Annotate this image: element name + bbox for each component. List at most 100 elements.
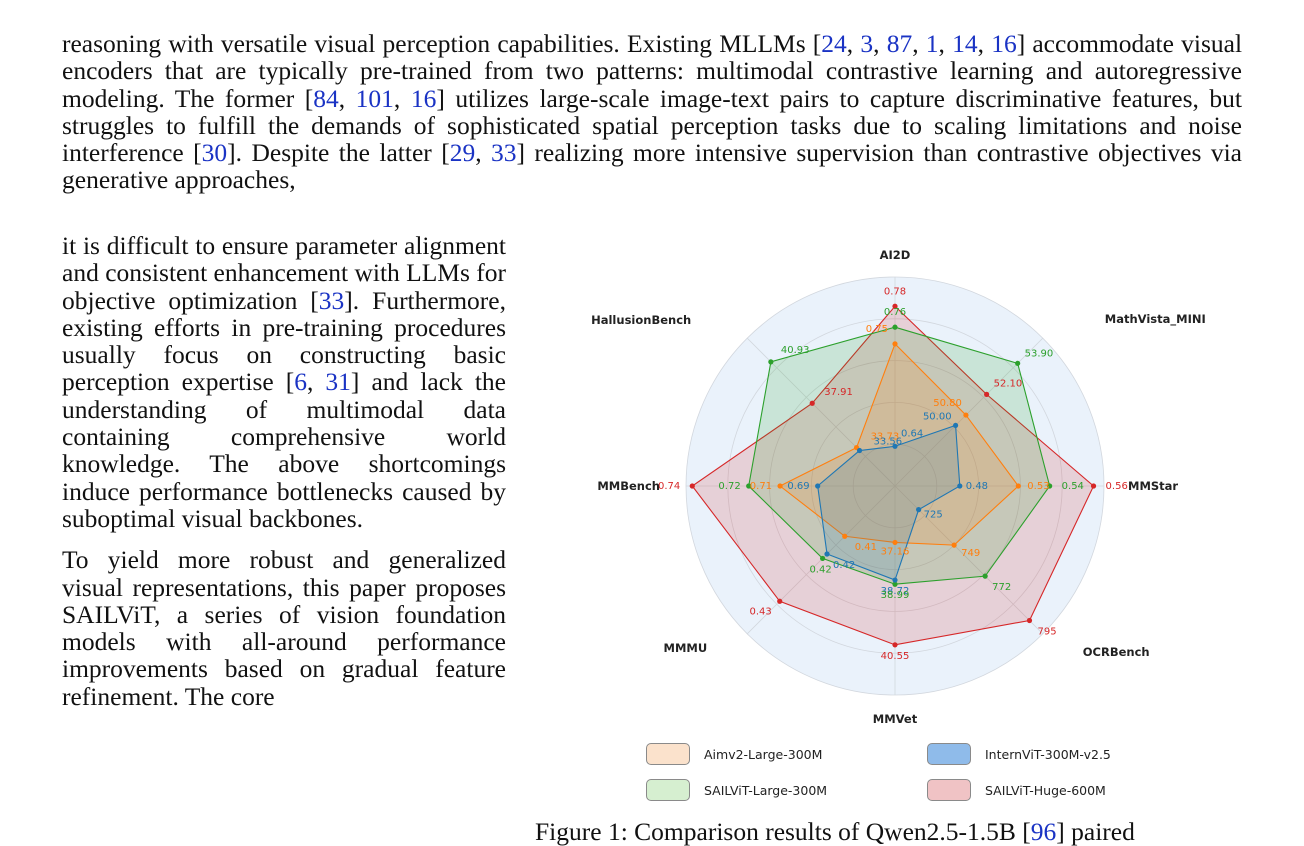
data-point-aimv2 <box>777 483 783 489</box>
data-label-sailvit-huge: 52.10 <box>994 378 1023 389</box>
intro-paragraph: reasoning with versatile visual percepti… <box>62 30 1242 194</box>
citation-link[interactable]: 1 <box>925 29 939 58</box>
data-label-sailvit-large: 38.99 <box>881 590 910 601</box>
legend-sailvit-huge: SAILViT-Huge-600M <box>927 779 1106 801</box>
data-point-internvit <box>916 507 922 513</box>
data-label-sailvit-huge: 0.56 <box>1106 481 1128 492</box>
paragraph-sailvit-intro: To yield more robust and generalized vis… <box>62 546 506 710</box>
data-point-internvit <box>892 577 898 583</box>
text-run: , <box>977 29 992 58</box>
data-point-sailvit-huge <box>892 642 898 648</box>
citation-link[interactable]: 30 <box>201 138 228 168</box>
data-label-sailvit-huge: 0.74 <box>658 481 680 492</box>
data-point-sailvit-large <box>892 581 898 587</box>
data-point-aimv2 <box>1015 483 1021 489</box>
citation-link[interactable]: 101 <box>355 83 394 113</box>
text-run: ]. Furthermore, existing efforts in pre-… <box>62 285 506 397</box>
legend-label-aimv2: Aimv2-Large-300M <box>704 746 823 762</box>
data-label-sailvit-large: 0.42 <box>809 564 831 575</box>
data-label-sailvit-huge: 795 <box>1037 626 1056 637</box>
data-label-sailvit-huge: 0.43 <box>749 606 771 617</box>
data-label-internvit: 0.69 <box>787 481 809 492</box>
data-point-sailvit-large <box>819 555 826 562</box>
text-run: , <box>873 29 887 58</box>
legend-swatch-internvit <box>927 743 971 765</box>
data-point-sailvit-huge <box>809 400 815 406</box>
data-point-internvit <box>815 483 821 489</box>
data-label-internvit: 0.48 <box>966 481 988 492</box>
text-run: ] paired <box>1056 817 1135 846</box>
data-label-sailvit-large: 0.72 <box>718 481 740 492</box>
axis-label: AI2D <box>880 248 911 262</box>
data-point-sailvit-huge <box>777 598 783 604</box>
citation-link[interactable]: 33 <box>491 138 517 168</box>
citation-link[interactable]: 16 <box>410 83 437 113</box>
data-label-aimv2: 0.75 <box>866 324 888 335</box>
legend-swatch-sailvit-huge <box>927 779 971 801</box>
text-run: ]. Despite the latter [ <box>227 138 450 168</box>
axis-label: MMMU <box>664 641 708 655</box>
axis-label: OCRBench <box>1083 645 1150 659</box>
data-point-internvit <box>957 483 963 489</box>
axis-label: HallusionBench <box>591 313 691 327</box>
legend-sailvit-large: SAILViT-Large-300M <box>646 779 827 801</box>
axis-label: MMVet <box>873 712 918 726</box>
data-label-internvit: 725 <box>924 510 943 521</box>
data-label-aimv2: 0.53 <box>1027 481 1049 492</box>
data-label-aimv2: 0.41 <box>855 542 877 553</box>
citation-link[interactable]: 24 <box>821 29 847 58</box>
data-point-sailvit-huge <box>1090 483 1097 489</box>
figure-caption: Figure 1: Comparison results of Qwen2.5-… <box>535 818 1295 845</box>
text-run: reasoning with versatile visual percepti… <box>62 29 822 58</box>
data-label-aimv2: 33.73 <box>871 432 900 443</box>
text-run: it is difficult to ensure parameter alig… <box>62 231 507 315</box>
text-run: Figure 1: Comparison results of Qwen2.5-… <box>535 817 1031 846</box>
citation-link[interactable]: 33 <box>318 285 345 315</box>
legend-swatch-sailvit-large <box>646 779 690 801</box>
axis-label: MMBench <box>597 479 660 493</box>
text-run: , <box>912 29 926 58</box>
citation-link[interactable]: 14 <box>952 29 978 58</box>
data-label-sailvit-large: 0.54 <box>1062 481 1084 492</box>
text-run: , <box>338 83 356 113</box>
data-label-sailvit-large: 53.90 <box>1025 348 1054 359</box>
data-point-aimv2 <box>963 412 969 418</box>
data-label-aimv2: 0.71 <box>750 481 772 492</box>
data-label-sailvit-large: 772 <box>992 582 1011 593</box>
data-point-sailvit-huge <box>689 483 695 489</box>
data-point-internvit <box>824 551 830 557</box>
data-point-sailvit-huge <box>1026 617 1033 624</box>
citation-link[interactable]: 29 <box>449 138 476 168</box>
citation-link[interactable]: 6 <box>294 367 307 397</box>
legend-label-sailvit-large: SAILViT-Large-300M <box>704 782 828 798</box>
data-label-internvit: 0.42 <box>833 560 855 571</box>
data-point-aimv2 <box>892 539 898 546</box>
axis-label: MathVista_MINI <box>1105 312 1206 327</box>
text-run: , <box>307 367 326 397</box>
citation-link[interactable]: 84 <box>313 83 339 113</box>
citation-link[interactable]: 16 <box>991 29 1017 58</box>
citation-link[interactable]: 3 <box>860 29 874 58</box>
data-point-aimv2 <box>892 341 898 347</box>
data-point-sailvit-large <box>1047 483 1053 489</box>
data-label-internvit: 0.64 <box>901 428 923 439</box>
text-run: ] accommodate visual encoders that are t… <box>62 29 1243 113</box>
data-label-aimv2: 37.16 <box>881 546 910 557</box>
citation-link[interactable]: 96 <box>1030 817 1057 846</box>
data-point-aimv2 <box>951 542 957 548</box>
text-run: ] utilizes large-scale image-text pairs … <box>62 83 1242 168</box>
paragraph-continuation: it is difficult to ensure parameter alig… <box>62 232 506 532</box>
data-point-internvit <box>952 422 959 429</box>
data-label-sailvit-large: 0.76 <box>884 307 906 318</box>
data-point-sailvit-huge <box>984 391 990 397</box>
citation-link[interactable]: 87 <box>886 29 913 58</box>
data-label-sailvit-huge: 0.78 <box>884 286 906 297</box>
legend-label-sailvit-huge: SAILViT-Huge-600M <box>985 782 1106 798</box>
data-label-internvit: 50.00 <box>923 411 952 422</box>
data-label-sailvit-huge: 37.91 <box>824 387 853 398</box>
data-label-internvit: 38.72 <box>881 586 910 597</box>
text-run: ] and lack the understanding of multimod… <box>62 367 506 533</box>
citation-link[interactable]: 31 <box>325 367 351 397</box>
